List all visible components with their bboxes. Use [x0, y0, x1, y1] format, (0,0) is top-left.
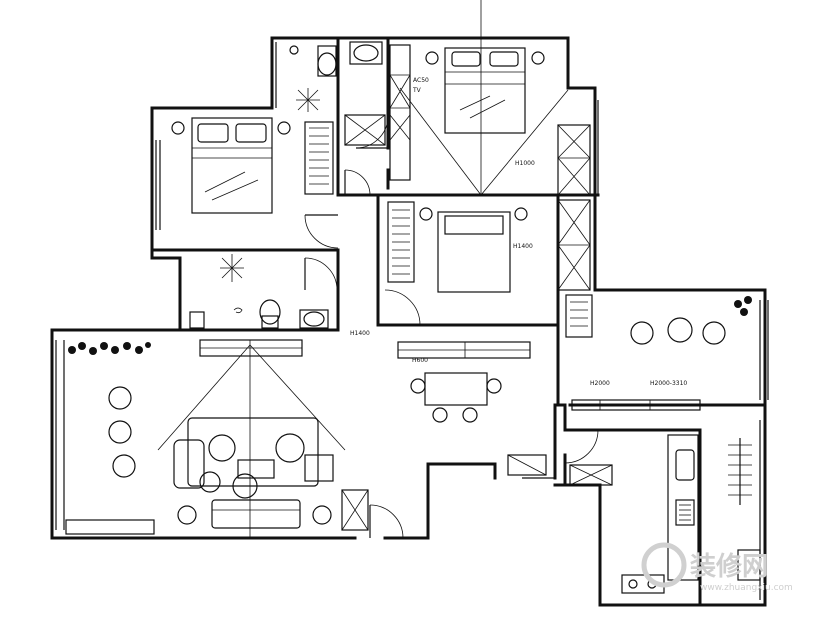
- walls: [50, 36, 767, 607]
- kitchen-side-label: H2000: [590, 380, 610, 387]
- view-lines: [157, 0, 569, 538]
- ceiling-light-icon: [220, 254, 244, 282]
- middle-wardrobe-label: H1400: [513, 243, 533, 250]
- middle-bedroom: H1400 H1400: [350, 199, 593, 338]
- dining-cabinet-label: H600: [412, 357, 428, 364]
- watermark-url: www.zhuangxiu.com: [700, 583, 793, 593]
- plant-icon: [734, 296, 752, 316]
- plant-icon: [68, 342, 151, 355]
- appliance-rack-icon: [728, 438, 752, 505]
- windows: [55, 42, 769, 600]
- master-tv-label: TV: [412, 87, 422, 94]
- kitchen-cabinet-label: H2000-3310: [650, 380, 687, 387]
- bathroom-second: [189, 254, 329, 329]
- master-wardrobe-label: H1000: [515, 160, 535, 167]
- master-ac-label: AC50: [413, 77, 429, 84]
- kitchen: [507, 434, 761, 594]
- right-room: H2000-3310 H2000: [571, 296, 752, 411]
- doors: [304, 115, 599, 539]
- corridor-label: H1400: [350, 330, 370, 337]
- bathroom-top: [289, 41, 386, 146]
- ceiling-light-icon: [296, 88, 320, 112]
- living-room: [65, 339, 369, 535]
- master-bedroom: AC50 TV H1000: [389, 44, 591, 196]
- second-bedroom: [171, 117, 334, 214]
- dining-area: H600: [397, 341, 531, 423]
- watermark-logo: 装修网 www.zhuangxiu.com: [641, 542, 793, 593]
- watermark-text: 装修网: [690, 551, 768, 582]
- flower-rug-icon: [199, 433, 305, 499]
